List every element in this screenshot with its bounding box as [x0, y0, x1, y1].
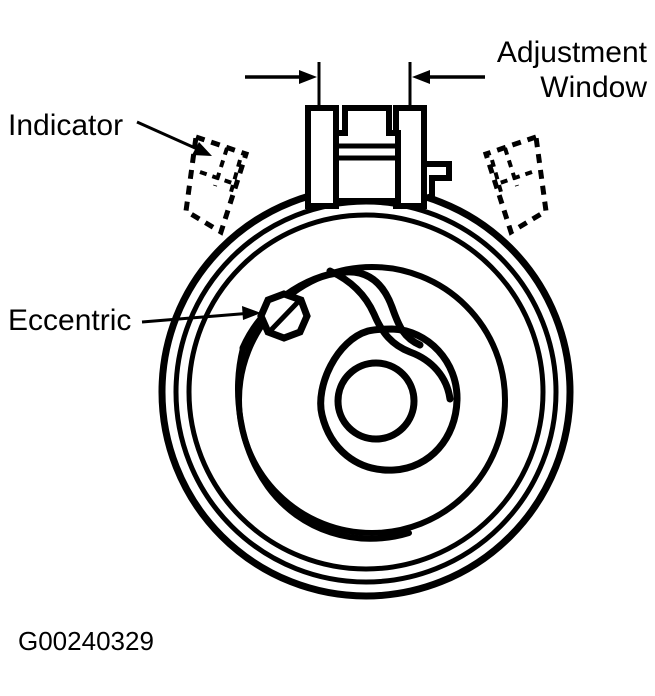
eccentric-arrowhead-icon	[242, 306, 261, 320]
indicator-arrowhead-icon	[192, 142, 212, 156]
hub-outer	[317, 325, 461, 474]
third-circle	[186, 212, 546, 572]
adjustment-window-tower	[305, 105, 452, 210]
indicator-callout: Indicator	[8, 109, 212, 156]
second-circle	[173, 199, 559, 585]
eccentric-screw	[257, 290, 311, 342]
plate-arc-left	[235, 345, 412, 542]
adjustment-window-label-line2: Window	[540, 71, 647, 104]
indicator-leader-line	[136, 120, 205, 154]
indicator-right-body	[482, 133, 549, 236]
tower-post-left	[305, 105, 339, 209]
eccentric-slot	[269, 300, 300, 332]
arrowhead-right-icon	[412, 70, 430, 84]
eccentric-label: Eccentric	[8, 304, 131, 337]
arrowhead-left-icon	[299, 70, 317, 84]
adjustment-window-callout: Adjustment Window	[497, 36, 648, 104]
indicator-left-body	[183, 133, 250, 236]
indicator-left-tick-a	[199, 170, 239, 187]
figure-caption: G00240329	[18, 626, 154, 656]
indicator-left-dashed	[183, 133, 250, 236]
indicator-label: Indicator	[8, 109, 123, 142]
indicator-right-tick-a	[493, 170, 533, 187]
eccentric-callout: Eccentric	[8, 304, 261, 337]
adjustment-window-dimension	[245, 62, 485, 108]
indicator-right-dashed	[482, 133, 549, 236]
indicator-left-tick-c	[229, 159, 242, 193]
eccentric-leader-line	[141, 311, 253, 324]
hub-inner-circle	[334, 359, 418, 443]
tower-center-block	[333, 105, 401, 204]
inner-plate-group	[235, 264, 508, 542]
adjustment-window-label-line1: Adjustment	[497, 36, 648, 69]
indicator-right-tick-b	[503, 147, 519, 187]
indicator-left-tick-b	[213, 147, 229, 187]
cam-lobe-inner-edge	[326, 267, 454, 403]
indicator-right-tick-c	[490, 159, 503, 193]
